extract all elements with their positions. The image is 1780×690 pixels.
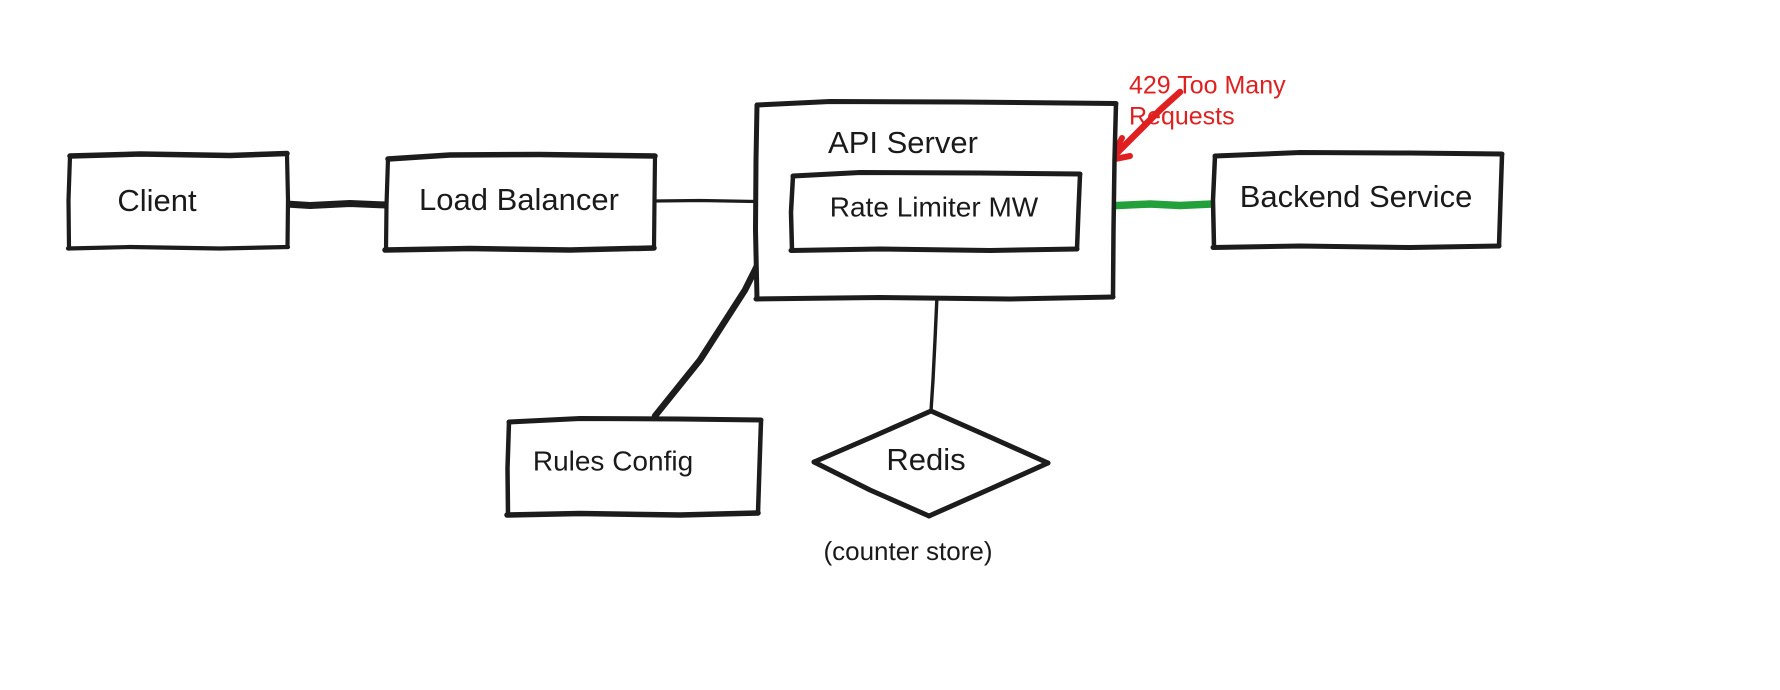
edge-client-to-load-balancer [282, 200, 390, 209]
node-load-balancer-label: Load Balancer [419, 182, 619, 217]
node-rules-config[interactable]: Rules Config [504, 416, 764, 518]
node-redis-label: Redis [886, 442, 965, 477]
node-backend-service[interactable]: Backend Service [1210, 150, 1505, 250]
edge-api-server-to-redis [929, 294, 939, 413]
node-redis[interactable]: Redis [811, 408, 1051, 519]
node-api-server-label: API Server [828, 125, 978, 160]
edge-load-balancer-to-api-server [652, 198, 758, 204]
annotation-429-line2: Requests [1129, 103, 1235, 131]
node-client[interactable]: Client [65, 150, 291, 251]
edge-api-server-to-backend-service [1102, 200, 1216, 210]
node-load-balancer[interactable]: Load Balancer [382, 151, 658, 253]
node-rate-limiter-mw-label: Rate Limiter MW [830, 191, 1039, 222]
annotation-429-too-many-requests: 429 Too Many Requests [1129, 72, 1286, 131]
node-backend-service-label: Backend Service [1240, 179, 1473, 214]
node-client-label: Client [117, 183, 197, 218]
node-rules-config-label: Rules Config [533, 445, 693, 476]
node-rate-limiter-mw[interactable]: Rate Limiter MW [788, 170, 1083, 253]
redis-counter-store-caption: (counter store) [823, 536, 992, 566]
annotation-429-line1: 429 Too Many [1129, 72, 1286, 100]
